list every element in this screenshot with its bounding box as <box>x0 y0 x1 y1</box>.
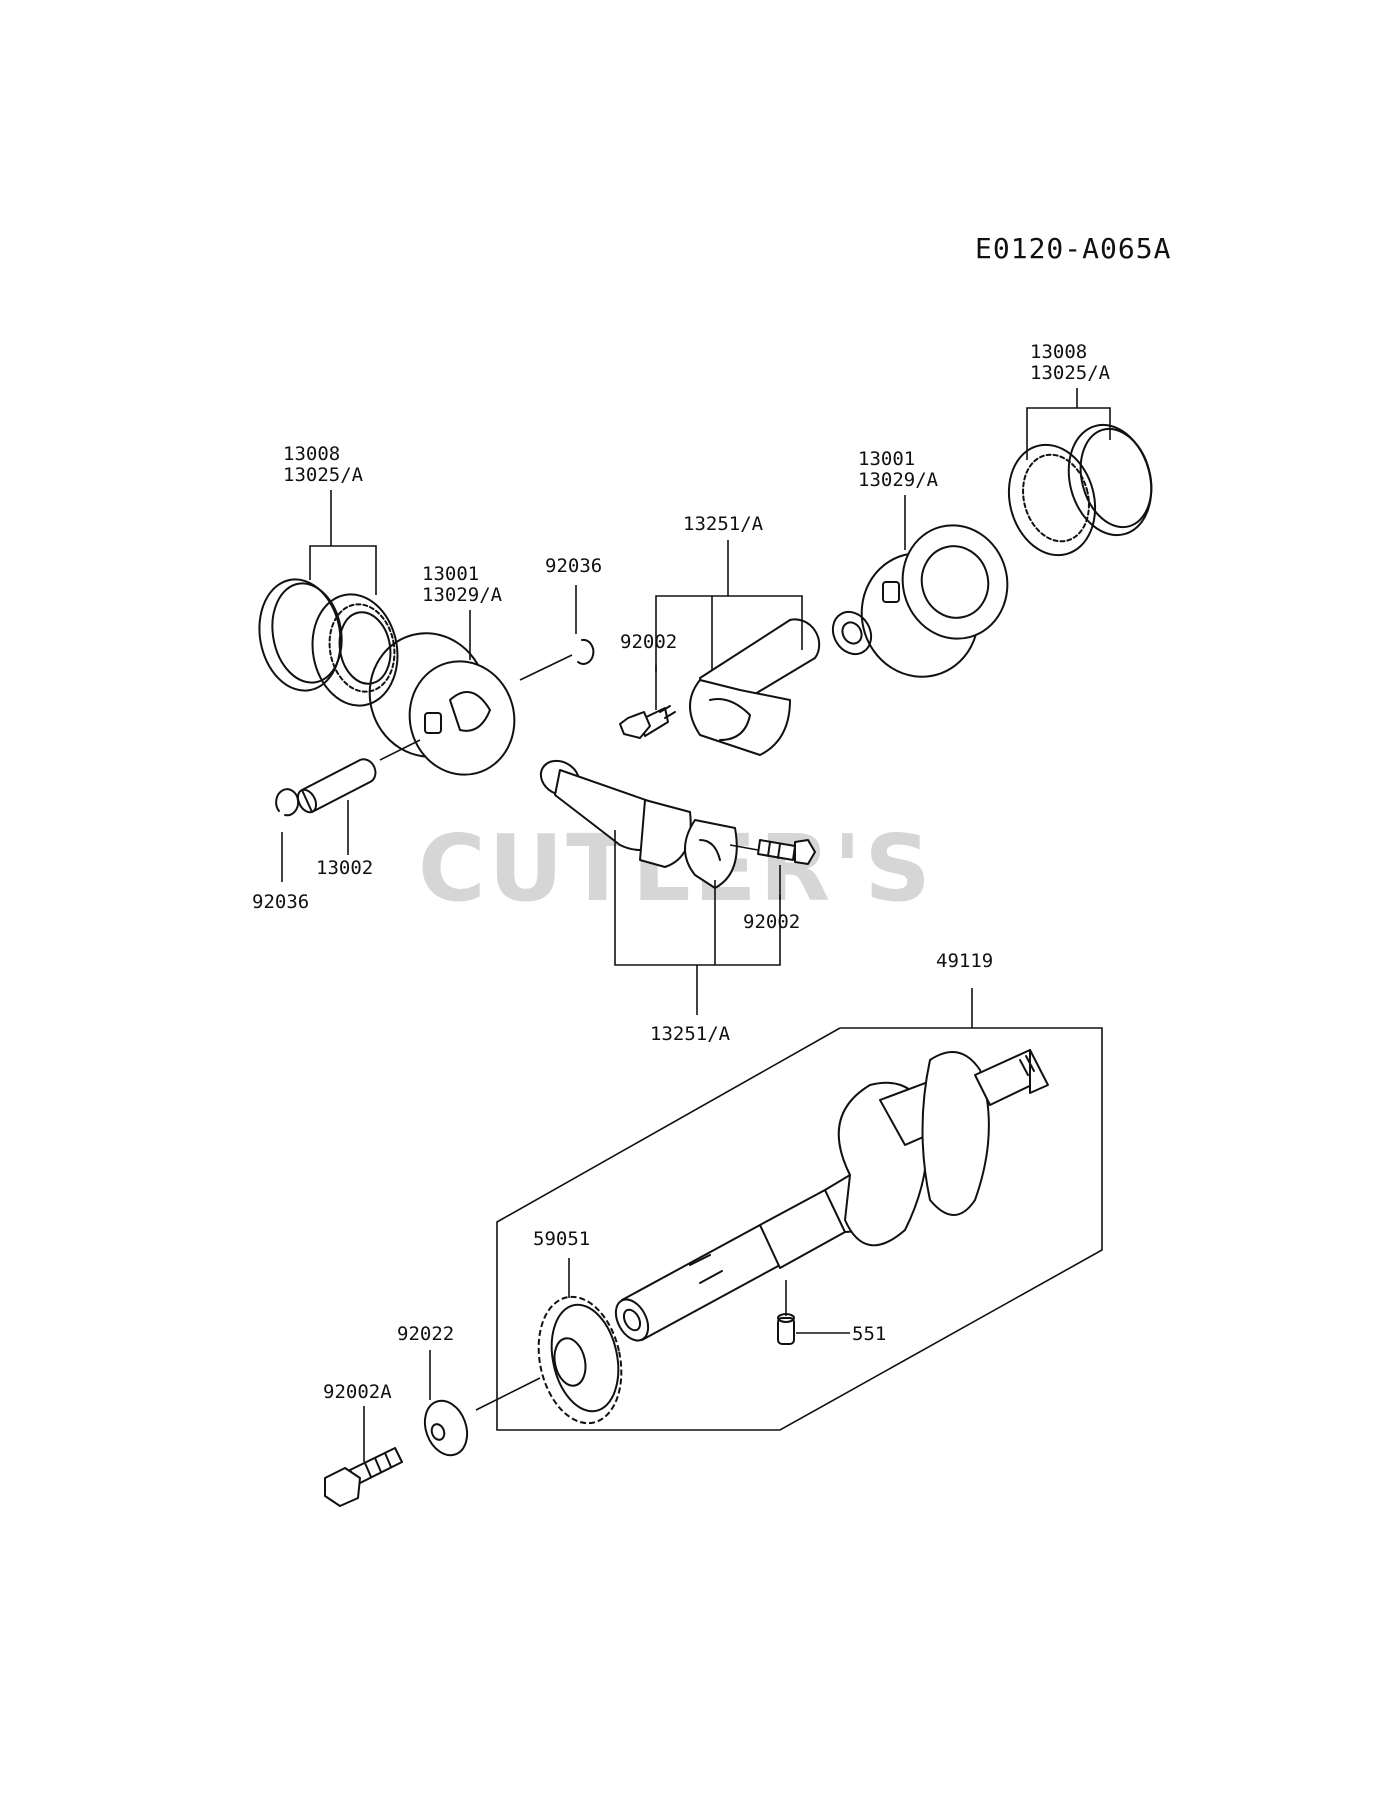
label-92036-lower: 92036 <box>252 891 309 913</box>
label-92036-upper: 92036 <box>545 555 602 577</box>
crankshaft-bolt[interactable] <box>324 1447 403 1507</box>
label-92002a: 92002A <box>323 1381 392 1403</box>
label-13251a-lower: 13251/A <box>650 1023 731 1045</box>
label-551: 551 <box>852 1323 886 1345</box>
crankshaft-group-frame <box>496 1027 1103 1431</box>
piston-left[interactable] <box>356 620 527 786</box>
crankshaft[interactable] <box>609 1049 1049 1346</box>
rod-bolt-lower[interactable] <box>757 839 816 865</box>
piston-rings-right[interactable] <box>997 416 1163 565</box>
connecting-rod-lower[interactable] <box>535 754 738 889</box>
label-13001-right: 13001 <box>858 448 915 470</box>
label-92002-upper: 92002 <box>620 631 677 653</box>
label-13029a-right: 13029/A <box>858 469 939 491</box>
label-13008-right: 13008 <box>1030 341 1087 363</box>
label-59051: 59051 <box>533 1228 590 1250</box>
piston-right[interactable] <box>848 513 1020 689</box>
diagram-code: E0120-A065A <box>975 232 1171 265</box>
label-13002: 13002 <box>316 857 373 879</box>
label-13029a-left: 13029/A <box>422 584 503 606</box>
label-13008-left: 13008 <box>283 443 340 465</box>
label-92022: 92022 <box>397 1323 454 1345</box>
connecting-rod-upper[interactable] <box>689 605 879 756</box>
rod-bolt-upper[interactable] <box>619 705 676 739</box>
label-13025a-right: 13025/A <box>1030 362 1111 384</box>
woodruff-key[interactable] <box>777 1313 795 1345</box>
label-13025a-left: 13025/A <box>283 464 364 486</box>
piston-pin[interactable] <box>294 758 377 815</box>
crankshaft-gear[interactable] <box>528 1289 633 1431</box>
circlip-lower[interactable] <box>275 788 300 817</box>
label-13251a-upper: 13251/A <box>683 513 764 535</box>
gear-washer[interactable] <box>418 1395 475 1461</box>
circlip-upper[interactable] <box>577 638 595 665</box>
label-92002-lower: 92002 <box>743 911 800 933</box>
piston-rings-left[interactable] <box>251 573 406 713</box>
label-49119: 49119 <box>936 950 993 972</box>
label-13001-left: 13001 <box>422 563 479 585</box>
